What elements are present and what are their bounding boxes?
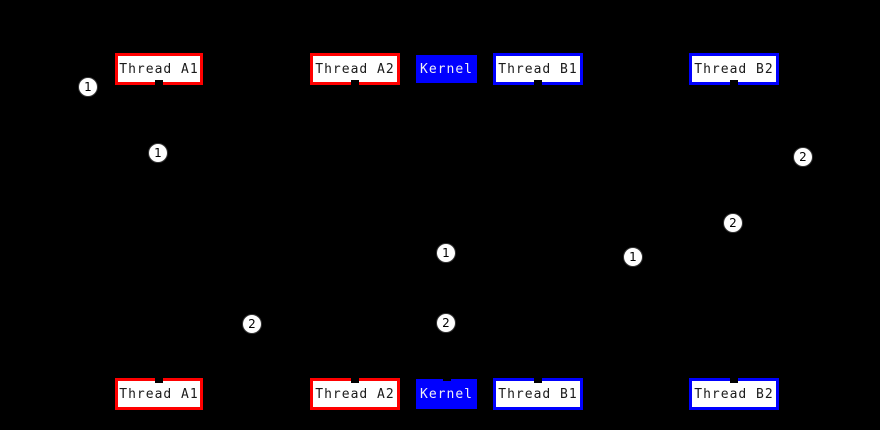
actor-label: Kernel [420,61,473,77]
lifeline-notch [534,80,542,85]
actor-box-thread-b1-top: Thread B1 [493,53,583,85]
actor-box-kernel-top: Kernel [416,55,477,83]
lifeline-notch [351,80,359,85]
actor-box-thread-b1-bottom: Thread B1 [493,378,583,410]
actor-box-thread-b2-top: Thread B2 [689,53,779,85]
actor-label: Thread A1 [119,386,199,402]
step-marker: 2 [436,313,456,333]
lifeline-notch [442,376,451,381]
actor-box-thread-a2-top: Thread A2 [310,53,400,85]
actor-label: Thread A2 [315,386,395,402]
lifeline-notch [351,378,359,383]
actor-label: Thread B1 [498,386,578,402]
lifeline-notch [730,80,738,85]
actor-label: Thread B2 [694,61,774,77]
actor-box-thread-a2-bottom: Thread A2 [310,378,400,410]
actor-box-thread-a1-top: Thread A1 [115,53,203,85]
lifeline-notch [155,80,163,85]
step-marker: 2 [242,314,262,334]
step-marker: 2 [793,147,813,167]
actor-box-kernel-bottom: Kernel [416,376,477,409]
step-marker: 1 [623,247,643,267]
actor-box-thread-b2-bottom: Thread B2 [689,378,779,410]
actor-label: Kernel [420,386,473,402]
lifeline-notch [155,378,163,383]
actor-label: Thread A1 [119,61,199,77]
step-marker: 1 [436,243,456,263]
actor-label: Thread A2 [315,61,395,77]
lifeline-notch [730,378,738,383]
actor-label: Thread B1 [498,61,578,77]
actor-box-thread-a1-bottom: Thread A1 [115,378,203,410]
step-marker: 2 [723,213,743,233]
actor-label: Thread B2 [694,386,774,402]
step-marker: 1 [78,77,98,97]
lifeline-notch [534,378,542,383]
step-marker: 1 [148,143,168,163]
